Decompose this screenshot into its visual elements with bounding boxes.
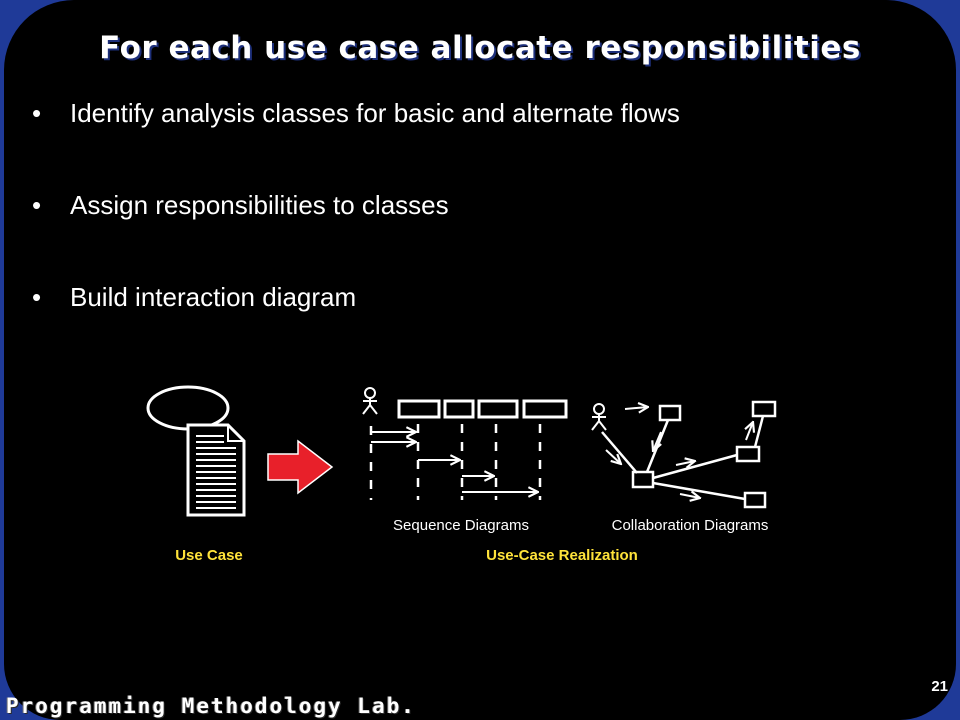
lab-logo: Programming Methodology Lab. (6, 694, 417, 718)
collaboration-diagrams-caption: Collaboration Diagrams (612, 517, 769, 534)
use-case-realization-caption: Use-Case Realization (486, 547, 638, 564)
bullet-text: Build interaction diagram (70, 282, 357, 312)
use-case-icon (146, 385, 246, 517)
bullet-text: Identify analysis classes for basic and … (70, 98, 680, 128)
sequence-diagram-icon (362, 387, 568, 500)
slide-title: For each use case allocate responsibilit… (99, 30, 861, 66)
use-case-caption: Use Case (175, 547, 243, 564)
bullet-dot-icon: • (32, 190, 42, 220)
use-case-realization-diagram: Sequence Diagrams Collaboration Diagrams… (146, 385, 777, 564)
slide-frame (4, 0, 956, 720)
collaboration-diagram-icon (591, 400, 777, 509)
bullet-text: Assign responsibilities to classes (70, 190, 449, 220)
slide-number: 21 (931, 678, 948, 695)
bullet-dot-icon: • (32, 98, 42, 128)
red-arrow-icon (267, 439, 334, 495)
bullet-dot-icon: • (32, 282, 42, 312)
sequence-diagrams-caption: Sequence Diagrams (393, 517, 529, 534)
